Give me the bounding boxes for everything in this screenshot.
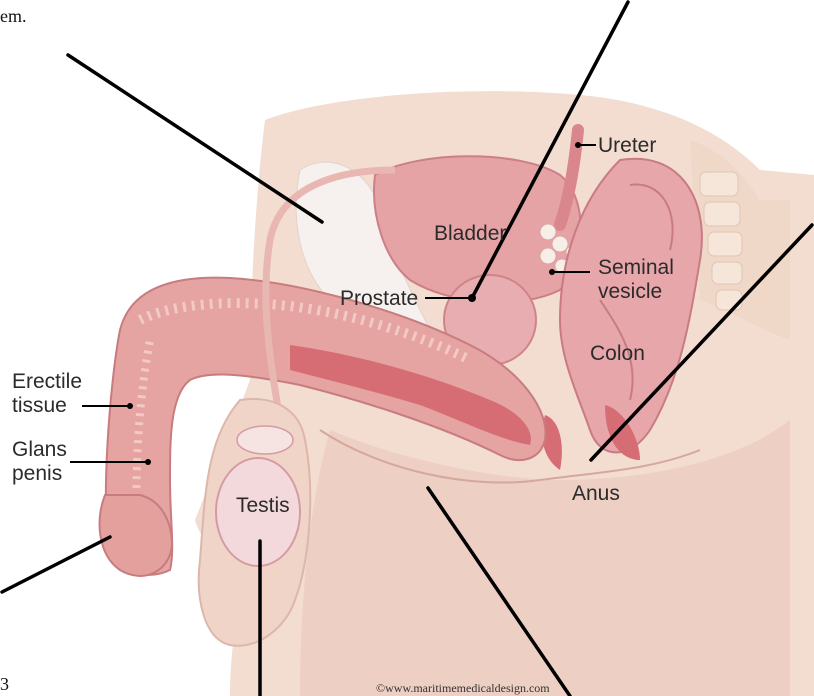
testis-label: Testis — [236, 494, 290, 517]
ureter-label: Ureter — [598, 134, 656, 157]
header-fragment: em. — [0, 6, 27, 26]
corner-page-number: 3 — [0, 674, 9, 694]
anus-label: Anus — [572, 482, 620, 505]
prostate-label: Prostate — [340, 287, 418, 310]
image-credit: ©www.maritimemedicaldesign.com — [376, 681, 550, 695]
bladder-label: Bladder — [434, 222, 506, 245]
anatomy-illustration — [100, 91, 814, 696]
erectile-tissue-label-line1: Erectile — [12, 370, 82, 393]
callout-line-glans — [2, 537, 110, 592]
colon-label: Colon — [590, 342, 645, 365]
seminal-vesicle-label-line1: Seminal — [598, 256, 674, 279]
glans-penis-label-line2: penis — [12, 462, 62, 485]
erectile-tissue-label-line2: tissue — [12, 394, 67, 417]
seminal-vesicle-label-line2: vesicle — [598, 280, 662, 303]
glans-penis-label-line1: Glans — [12, 438, 67, 461]
